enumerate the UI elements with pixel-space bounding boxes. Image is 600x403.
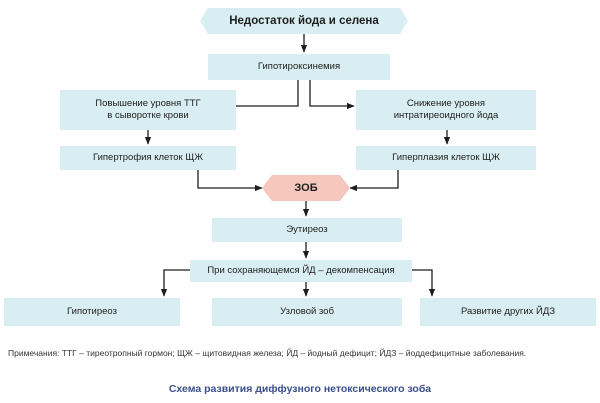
node-nodular-goiter: Узловой зоб [212,298,402,326]
node-euthyroid: Эутиреоз [212,218,402,242]
arrow-hyperplasia-to-goiter [349,170,399,192]
arrow-to-other-idd [412,269,436,297]
arrow-to-iodine-decrease [309,80,355,110]
node-ttg-increase: Повышение уровня ТТГ в сыворотке крови [60,90,236,130]
arrow-to-ttg-increase [217,80,299,110]
arrow-to-hypothyroid [160,269,190,297]
node-decompensation: При сохраняющемся ЙД – декомпенсация [190,260,412,282]
banner-shape [200,8,408,34]
node-hypothyroxinemia: Гипотироксинемия [208,54,390,80]
node-intrathyroid-iodine-decrease: Снижение уровня интратиреоидного йода [356,90,536,130]
node-other-idd: Развитие других ЙДЗ [420,298,596,326]
node-hypothyroid: Гипотиреоз [4,298,180,326]
node-goiter: ЗОБ [262,175,350,201]
node-hyperplasia: Гиперплазия клеток ЩЖ [356,146,536,170]
footnote: Примечания: ТТГ – тиреотропный гормон; Щ… [8,348,527,358]
arrow-hypertrophy-to-goiter [197,170,263,192]
node-label: Недостаток йода и селена [229,15,379,27]
figure-caption: Схема развития диффузного нетоксического… [168,383,432,395]
goiter-shape [262,175,350,201]
node-iodine-selenium-deficiency: Недостаток йода и селена [200,8,408,34]
node-label: ЗОБ [294,182,318,194]
node-hypertrophy: Гипертрофия клеток ЩЖ [60,146,236,170]
